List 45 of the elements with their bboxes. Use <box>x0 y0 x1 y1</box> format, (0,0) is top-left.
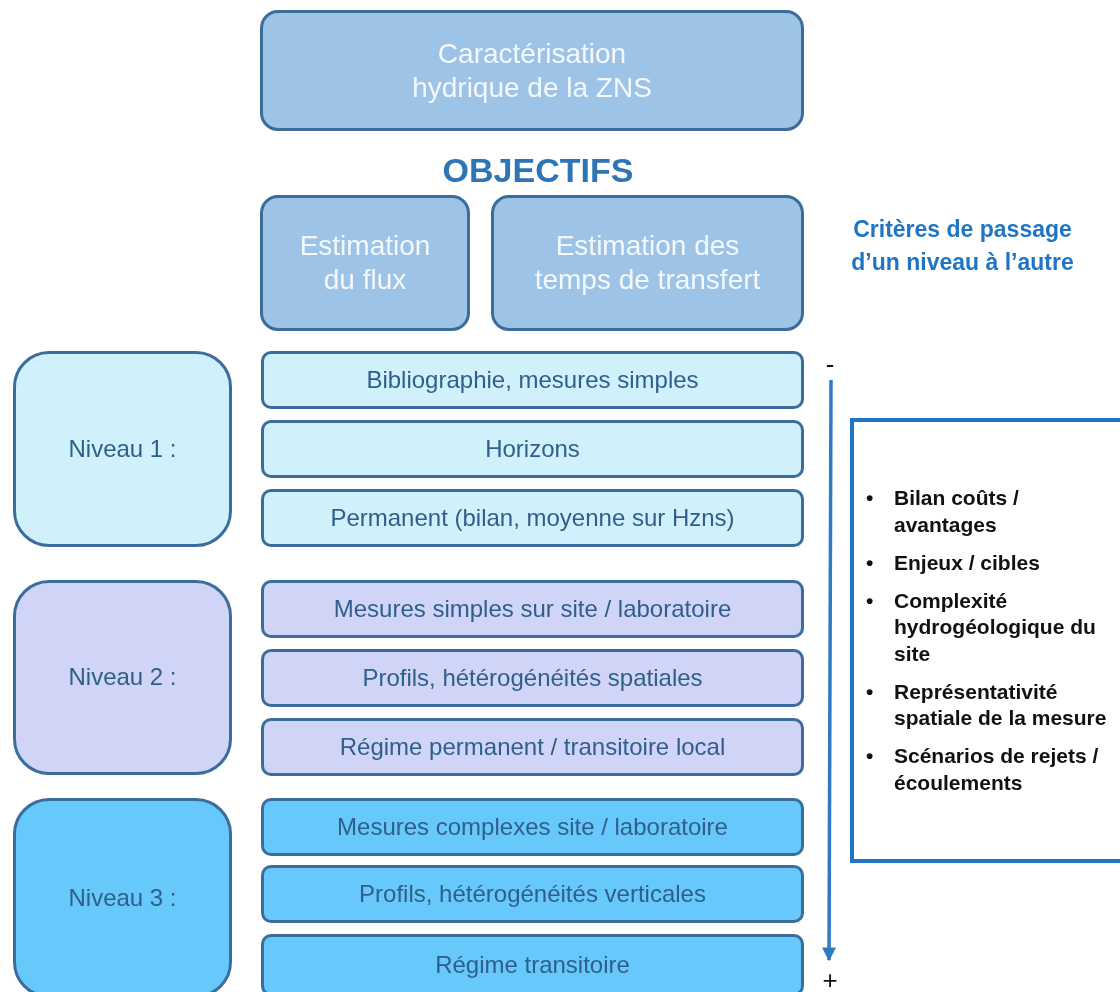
box-text: Caractérisation hydrique de la ZNS <box>411 36 653 105</box>
criterion-text: Complexité hydrogéologique du site <box>894 588 1097 667</box>
box-text: Régime transitoire <box>434 950 631 980</box>
step-box <box>261 420 804 478</box>
step-box <box>261 580 804 638</box>
criteria-box <box>850 418 1120 863</box>
bullet-mark: • <box>866 743 875 770</box>
step-box <box>261 865 804 923</box>
box-text: Bibliographie, mesures simples <box>365 365 700 395</box>
step-box <box>261 489 804 547</box>
bullet-mark: • <box>866 485 875 512</box>
level-box <box>13 351 232 547</box>
title-box <box>260 10 804 131</box>
step-box <box>261 798 804 856</box>
bullet-mark: • <box>866 549 875 576</box>
box-text: Estimation du flux <box>298 229 432 297</box>
objective-box <box>491 195 804 331</box>
box-text: Permanent (bilan, moyenne sur Hzns) <box>329 503 736 533</box>
level-box <box>13 580 232 775</box>
box-text: Profils, hétérogénéités verticales <box>358 879 707 909</box>
box-text: Niveau 1 : <box>67 434 178 464</box>
step-box <box>261 718 804 776</box>
box-text: Mesures complexes site / laboratoire <box>336 812 729 842</box>
box-text: Niveau 2 : <box>67 663 178 692</box>
box-text: Niveau 3 : <box>67 883 178 913</box>
step-box <box>261 934 804 992</box>
criterion-text: Bilan coûts / avantages <box>894 485 1020 538</box>
box-text: Profils, hétérogénéités spatiales <box>361 663 704 693</box>
step-box <box>261 351 804 409</box>
box-text: Mesures simples sur site / laboratoire <box>332 594 733 624</box>
scale-minus: - <box>824 348 836 381</box>
bullet-mark: • <box>866 678 875 705</box>
scale-plus: + <box>821 964 839 992</box>
box-text: Régime permanent / transitoire local <box>338 732 727 762</box>
objective-box <box>260 195 470 331</box>
criterion-text: Enjeux / cibles <box>894 549 1041 576</box>
bullet-mark: • <box>866 588 875 614</box>
box-text: Horizons <box>484 434 581 464</box>
level-box <box>13 798 232 992</box>
criterion-text: Scénarios de rejets / écoulements <box>894 743 1100 796</box>
step-box <box>261 649 804 707</box>
criteria-heading: Critères de passage d’un niveau à l’autre <box>850 215 1075 278</box>
section-heading: OBJECTIFS <box>441 150 635 191</box>
criterion-text: Représentativité spatiale de la mesure <box>894 678 1108 731</box>
box-text: Estimation des temps de transfert <box>533 229 762 297</box>
